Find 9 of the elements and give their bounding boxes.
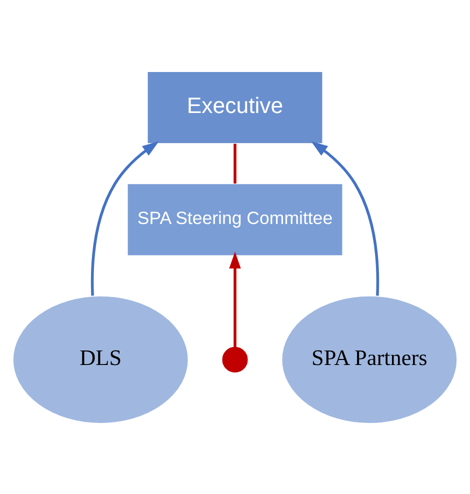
arrow — [90, 140, 159, 296]
arrow — [311, 140, 380, 296]
node-ellipse: DLS — [12, 294, 189, 424]
node-circle — [222, 346, 248, 372]
node-box: Executive — [146, 70, 324, 144]
arrow — [229, 251, 241, 347]
connector — [234, 143, 236, 184]
node-ellipse: SPA Partners — [281, 294, 458, 424]
node-box: SPA Steering Committee — [126, 182, 344, 256]
